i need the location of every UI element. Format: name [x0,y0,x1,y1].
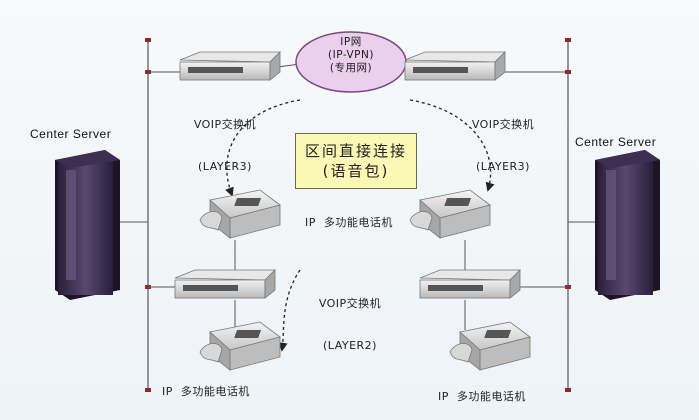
callout-line1: 区间直接连接 [304,142,407,160]
ip-network-line1: IP网 [340,36,362,48]
phone-label-mid: IP 多功能电话机 [305,216,393,229]
direct-connection-callout: 区间直接连接 (语音包) [295,133,417,189]
phone-top-right [409,189,491,239]
switch-top-left-label-line2: (LAYER3) [198,160,252,173]
right-server-label: Center Server [575,135,657,149]
ip-network-line3: (专用网) [329,62,373,74]
phone-label-bottom-left: IP 多功能电话机 [162,385,250,398]
left-server-label: Center Server [30,127,112,141]
switch-mid-left [174,269,276,299]
arrow-top-left-curve [225,99,301,197]
ip-network-label: IP网 (IP-VPN) (专用网) [296,36,406,75]
switch-mid-label: VOIP交换机 (LAYER2) [295,269,405,367]
switch-top-right [404,51,506,81]
phone-label-bottom-right: IP 多功能电话机 [438,390,526,403]
switch-top-right-label-line1: VOIP交换机 [471,118,535,131]
right-center-server [595,150,660,300]
callout-line2: (语音包) [322,162,390,180]
ip-network-line2: (IP-VPN) [328,49,374,61]
phone-bottom-right [449,321,531,371]
switch-top-right-label: VOIP交换机 (LAYER3) [448,90,558,188]
switch-mid-label-line2: (LAYER2) [323,339,377,352]
switch-top-right-label-line2: (LAYER3) [476,160,530,173]
left-center-server [55,150,120,300]
switch-top-left-label: VOIP交换机 (LAYER3) [170,90,280,188]
phone-top-left [199,189,281,239]
switch-top-left [179,51,281,81]
arrow-top-right-curve [409,99,495,192]
switch-mid-right [419,269,521,299]
switch-top-left-label-line1: VOIP交换机 [193,118,257,131]
switch-mid-label-line1: VOIP交换机 [318,297,382,310]
phone-bottom-left [199,321,281,371]
